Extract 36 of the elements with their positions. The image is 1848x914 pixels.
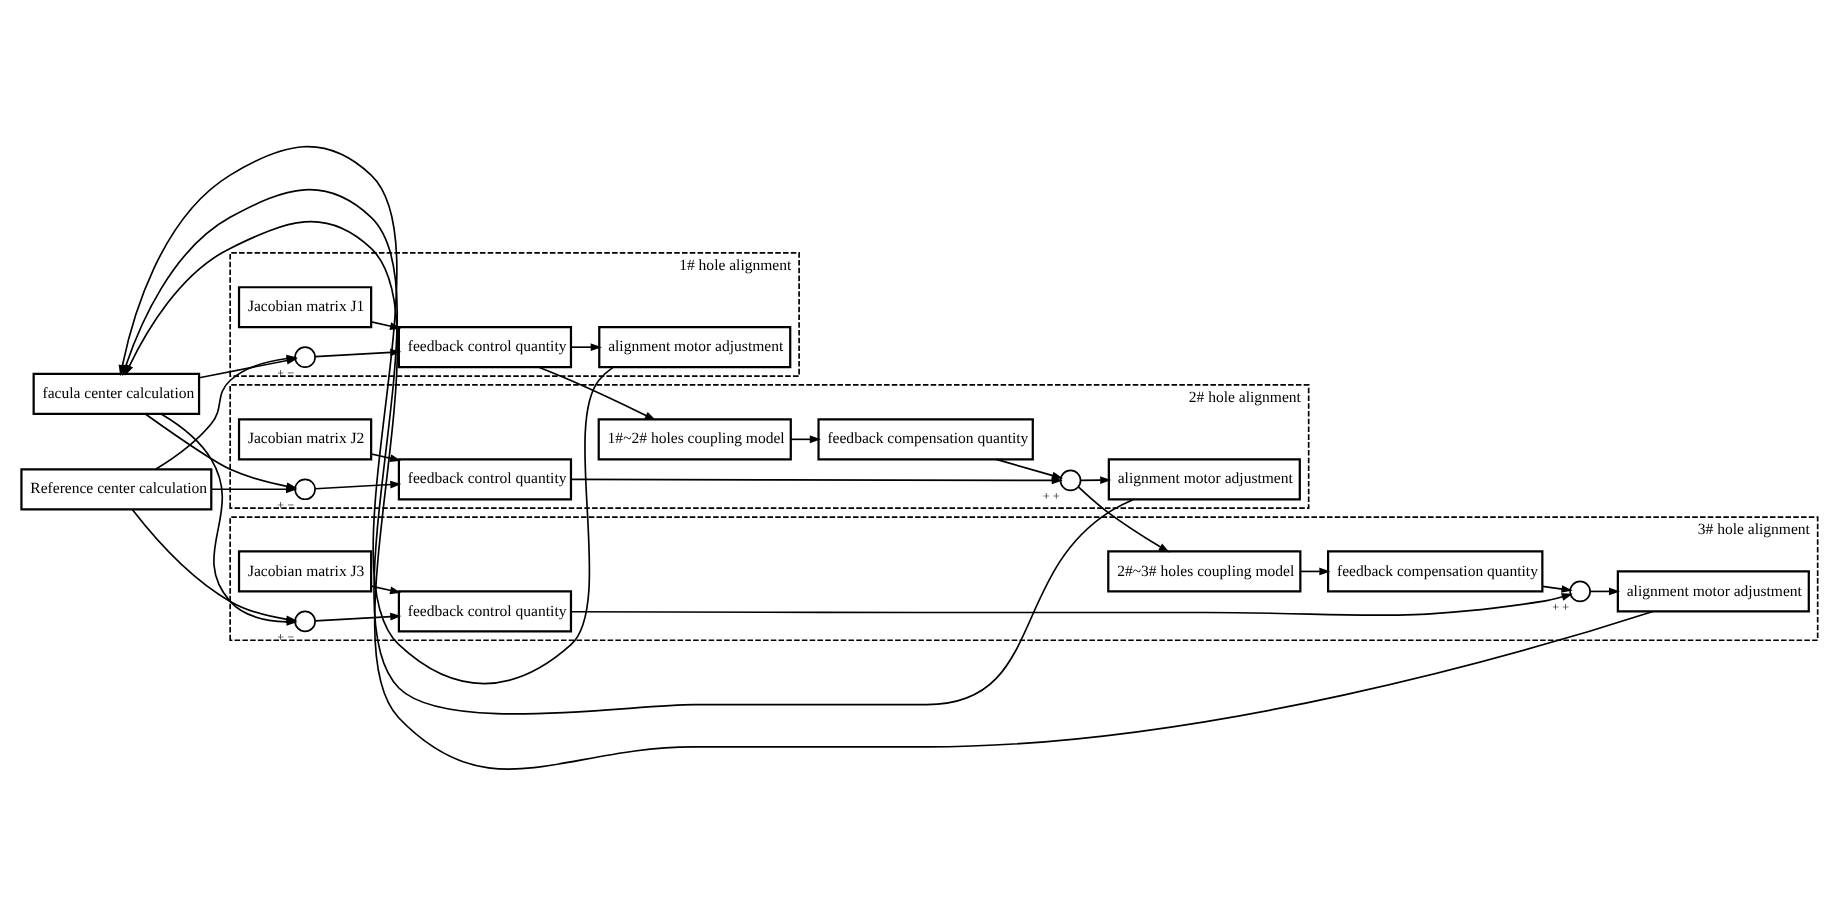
arrow: [1541, 584, 1573, 592]
arrow: [790, 434, 821, 443]
node-box: facula center calculation: [32, 371, 201, 414]
node-box: feedback control quantity: [397, 325, 573, 368]
arrow: [1079, 475, 1112, 484]
node-box: Reference center calculation: [20, 467, 213, 510]
node-box: feedback control quantity: [397, 457, 573, 500]
node-circle: [1059, 468, 1082, 491]
arrow: [1589, 586, 1621, 595]
node-box: alignment motor adjustment: [1107, 457, 1301, 500]
arrow: [370, 452, 402, 462]
node-circle: [294, 477, 316, 500]
arrow: [314, 611, 402, 621]
arrow: [314, 479, 402, 489]
node-box: feedback compensation quantity: [817, 417, 1034, 460]
arrow: [1299, 566, 1331, 575]
node-box: 1#~2# holes coupling model: [597, 417, 792, 460]
node-box: alignment motor adjustment: [598, 325, 792, 368]
node-box: Jacobian matrix J2: [237, 417, 373, 460]
node-circle: [294, 345, 316, 367]
node-box: 2#~3# holes coupling model: [1107, 549, 1302, 592]
node-box: Jacobian matrix J3: [237, 549, 373, 592]
arrow: [144, 412, 298, 490]
arrow: [995, 457, 1064, 479]
node-box: feedback compensation quantity: [1327, 549, 1544, 592]
node-circle: [294, 609, 316, 632]
node-box: Jacobian matrix J1: [237, 285, 373, 328]
node-box: alignment motor adjustment: [1616, 569, 1810, 612]
node-box: feedback control quantity: [397, 589, 573, 632]
node-circle: [1569, 579, 1591, 602]
arrow: [370, 584, 402, 594]
arrow: [570, 592, 1573, 616]
arrow: [1077, 485, 1170, 552]
arrow: [570, 475, 1063, 484]
arrow: [538, 365, 656, 420]
arrow: [570, 342, 602, 351]
